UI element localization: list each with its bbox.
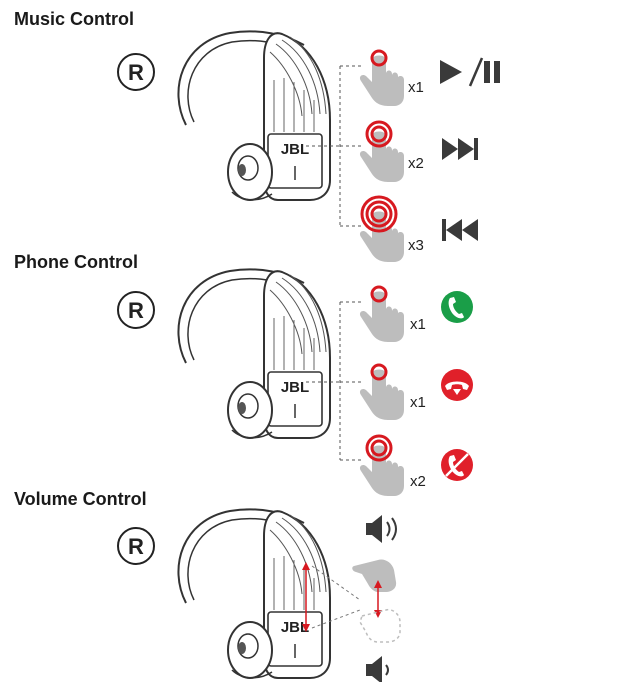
tap-count: x2 — [408, 155, 424, 172]
answer-call-icon — [441, 291, 473, 323]
music-section: R JBL x1 x2 — [117, 30, 500, 262]
brand-label: JBL — [281, 619, 309, 636]
side-label: R — [128, 534, 144, 559]
next-track-icon — [442, 138, 478, 160]
volume-control-title: Volume Control — [14, 489, 147, 509]
earbud-illustration: JBL — [177, 268, 331, 439]
side-label: R — [128, 60, 144, 85]
earbud-illustration: JBL — [177, 508, 331, 679]
tap-hand-single — [359, 363, 404, 420]
tap-hand-double — [359, 434, 404, 496]
phone-control-title: Phone Control — [14, 252, 138, 272]
tap-count: x1 — [410, 394, 426, 411]
right-side-badge: R — [117, 291, 155, 329]
brand-label: JBL — [281, 379, 309, 396]
swipe-arrow — [302, 562, 310, 632]
swipe-hand-icon — [352, 559, 401, 643]
right-side-badge: R — [117, 53, 155, 91]
play-pause-icon — [440, 57, 500, 87]
volume-down-icon — [366, 656, 389, 682]
brand-label: JBL — [281, 141, 309, 158]
tap-hand-single — [359, 285, 404, 342]
earbud-illustration: JBL — [177, 30, 331, 201]
tap-count: x1 — [408, 79, 424, 96]
tap-hand-double — [359, 120, 404, 182]
tap-hand-single — [359, 49, 404, 106]
phone-section: R JBL x1 x1 — [117, 268, 473, 496]
end-call-icon — [441, 369, 473, 401]
side-label: R — [128, 298, 144, 323]
volume-up-icon — [366, 515, 397, 543]
connector-lines — [311, 565, 361, 629]
right-side-badge: R — [117, 527, 155, 565]
tap-count: x2 — [410, 473, 426, 490]
volume-section: R JBL — [117, 508, 401, 682]
tap-hand-triple — [359, 195, 404, 262]
music-control-title: Music Control — [14, 9, 134, 29]
tap-count: x3 — [408, 237, 424, 254]
connector-lines — [306, 65, 362, 227]
connector-lines — [306, 301, 362, 461]
tap-count: x1 — [410, 316, 426, 333]
previous-track-icon — [442, 219, 478, 241]
reject-call-icon — [441, 449, 473, 481]
